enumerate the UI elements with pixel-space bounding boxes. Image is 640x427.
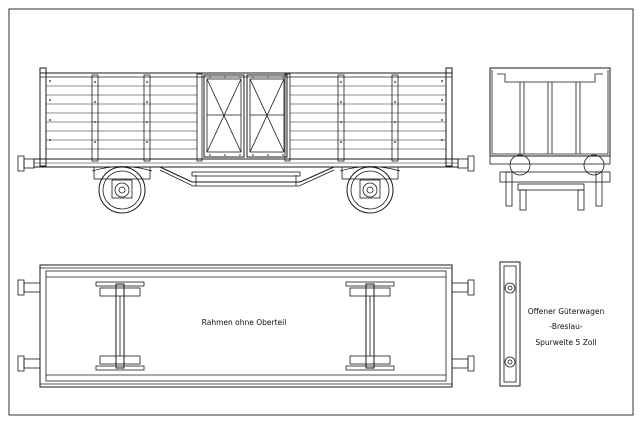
title-wagon-place: -Breslau- (549, 322, 583, 331)
end-buffer-right (583, 154, 605, 176)
end-section-view (499, 261, 521, 387)
side-rivets (49, 76, 443, 156)
end-body-panel (489, 67, 611, 157)
end-elevation-view (489, 67, 611, 211)
section-buffer-bottom (504, 356, 516, 368)
side-door (203, 74, 288, 158)
drawing-border (8, 8, 634, 416)
frame-caption: Rahmen ohne Oberteil (201, 318, 287, 327)
title-wagon-name: Offener Güterwagen (527, 307, 605, 316)
plan-view-frame (17, 264, 475, 388)
side-end-post-left (39, 67, 47, 167)
plan-wheelset-right (345, 281, 395, 371)
end-buffer-left (509, 154, 531, 176)
side-end-post-right (445, 67, 453, 167)
side-planks (46, 85, 446, 150)
side-wheel-right (339, 166, 401, 214)
plan-buffers (17, 279, 475, 372)
side-wheel-left (91, 166, 153, 214)
side-truss-rod (159, 166, 335, 183)
side-buffers (17, 155, 475, 172)
plan-frame-outer (39, 264, 453, 388)
title-track-gauge: Spurweite 5 Zoll (535, 338, 597, 347)
side-elevation-view (17, 67, 475, 214)
section-buffer-top (504, 282, 516, 294)
side-stakes (91, 73, 399, 162)
plan-wheelset-left (95, 281, 145, 371)
